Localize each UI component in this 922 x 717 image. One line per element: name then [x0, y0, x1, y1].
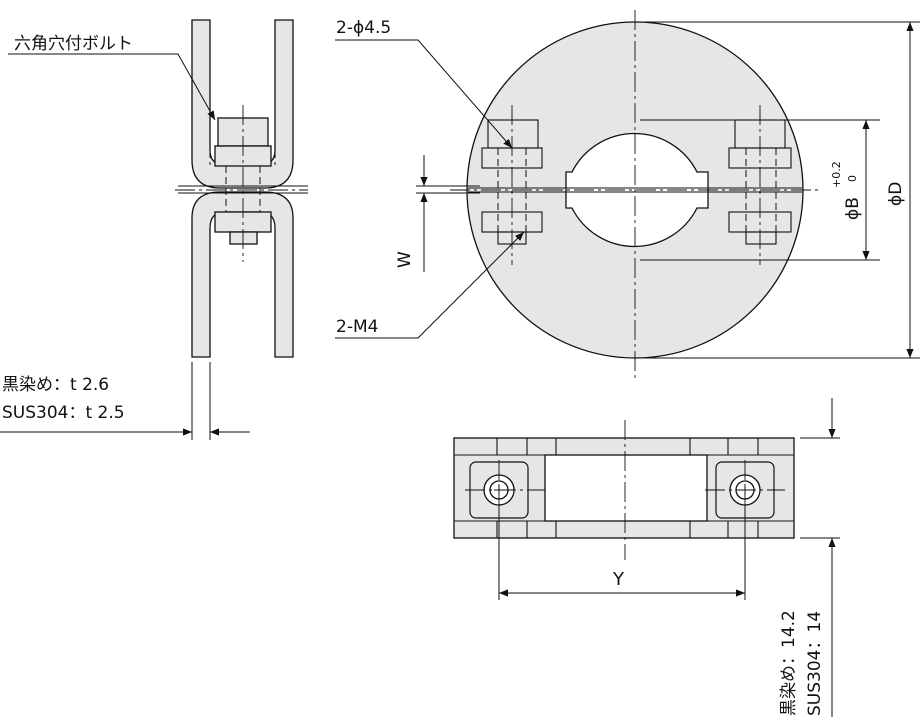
- hole-spec-label: 2-ϕ4.5: [336, 18, 391, 38]
- front-view: [450, 10, 820, 378]
- hex-bolt-label: 六角穴付ボルト: [14, 34, 133, 54]
- dim-y-label: Y: [612, 569, 625, 590]
- side-view-dimensions: [0, 53, 250, 440]
- height-black-label: 黒染め：14.2: [779, 610, 799, 716]
- front-view-dimensions: [335, 21, 920, 359]
- side-view: [175, 19, 308, 358]
- top-view: [453, 420, 795, 560]
- top-view-dimensions: [498, 398, 840, 717]
- dim-d-label: ϕD: [886, 182, 906, 206]
- thickness-black-label: 黒染め：t 2.6: [2, 375, 109, 395]
- height-sus-label: SUS304：14: [805, 611, 825, 716]
- center-slot: [544, 454, 708, 522]
- tol-plus-label: +0.2: [830, 161, 843, 188]
- tol-zero-label: 0: [846, 175, 859, 182]
- dim-b-label: ϕB: [843, 197, 863, 220]
- thread-end: [229, 231, 258, 245]
- dim-w-label: W: [395, 251, 415, 268]
- thread-spec-label: 2-M4: [336, 317, 378, 337]
- thickness-sus-label: SUS304：t 2.5: [2, 403, 125, 423]
